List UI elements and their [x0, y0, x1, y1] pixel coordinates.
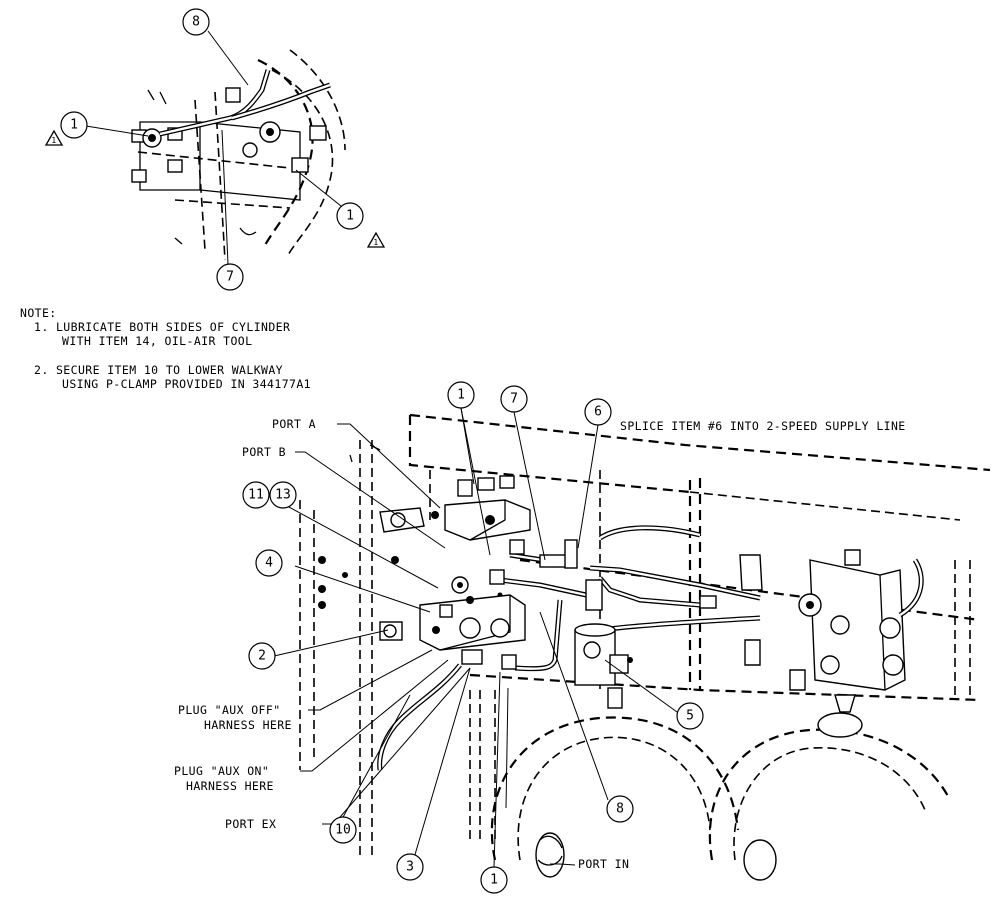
detail-view: 1 1 8 1 1 7 [44, 8, 386, 291]
main-solenoid-valve [379, 594, 526, 665]
warning-triangle-icon: 1 [366, 231, 386, 248]
svg-text:1: 1 [70, 118, 78, 133]
callout-balloon: 6 [584, 398, 612, 426]
port-b-label: PORT B [242, 445, 286, 459]
svg-text:4: 4 [265, 556, 273, 571]
callout-balloon: 1 [336, 202, 364, 230]
leader-lines [273, 407, 678, 868]
svg-text:13: 13 [275, 488, 291, 503]
note-1: 1. LUBRICATE BOTH SIDES OF CYLINDER [34, 320, 290, 334]
callout-balloon: 5 [676, 702, 704, 730]
svg-text:1: 1 [457, 388, 465, 403]
callout-balloon: 11 [242, 481, 270, 509]
svg-text:7: 7 [226, 270, 234, 285]
callout-balloon: 8 [182, 8, 210, 36]
callout-balloon: 3 [396, 853, 424, 881]
callout-balloon: 10 [329, 816, 357, 844]
note-1-cont: WITH ITEM 14, OIL-AIR TOOL [62, 334, 252, 348]
svg-text:6: 6 [594, 405, 602, 420]
svg-text:1: 1 [51, 136, 56, 145]
port-ex-label: PORT EX [225, 817, 276, 831]
main-assembly-view: PORT A PORT B SPLICE ITEM #6 INTO 2-SPEE… [174, 381, 991, 894]
port-in-label: PORT IN [578, 857, 629, 871]
svg-text:11: 11 [248, 488, 264, 503]
callout-balloon: 7 [216, 263, 244, 291]
svg-text:7: 7 [510, 392, 518, 407]
regulator [574, 579, 633, 709]
callout-balloon: 1 [447, 381, 475, 409]
upper-solenoid-valve [379, 475, 531, 541]
warning-triangle-icon: 1 [44, 129, 64, 146]
callout-balloon: 1 [60, 111, 88, 139]
notes-block: NOTE: 1. LUBRICATE BOTH SIDES OF CYLINDE… [20, 306, 311, 391]
svg-text:10: 10 [335, 823, 351, 838]
callout-balloon: 1 [480, 866, 508, 894]
notes-heading: NOTE: [20, 306, 57, 320]
svg-text:1: 1 [373, 238, 378, 247]
plug-aux-off-label: PLUG "AUX OFF" [178, 703, 281, 717]
callout-balloon: 2 [248, 642, 276, 670]
svg-text:2: 2 [258, 649, 266, 664]
callout-balloon: 13 [269, 481, 297, 509]
plug-aux-on-label-2: HARNESS HERE [186, 779, 274, 793]
svg-text:3: 3 [406, 860, 414, 875]
splice-note: SPLICE ITEM #6 INTO 2-SPEED SUPPLY LINE [620, 419, 906, 433]
bolt-heads [131, 87, 327, 183]
svg-text:8: 8 [616, 802, 624, 817]
port-a-label: PORT A [272, 417, 316, 431]
plug-aux-off-label-2: HARNESS HERE [204, 718, 292, 732]
svg-text:8: 8 [192, 15, 200, 30]
svg-text:1: 1 [346, 209, 354, 224]
svg-text:1: 1 [490, 873, 498, 888]
callout-balloon: 7 [500, 385, 528, 413]
valve-bank [739, 549, 924, 713]
note-2: 2. SECURE ITEM 10 TO LOWER WALKWAY [34, 363, 283, 377]
plug-aux-on-label: PLUG "AUX ON" [174, 764, 269, 778]
callout-balloon: 8 [606, 795, 634, 823]
wheel-hub [535, 712, 863, 881]
note-2-cont: USING P-CLAMP PROVIDED IN 344177A1 [62, 377, 311, 391]
callout-balloon: 4 [255, 549, 283, 577]
svg-text:5: 5 [686, 709, 694, 724]
